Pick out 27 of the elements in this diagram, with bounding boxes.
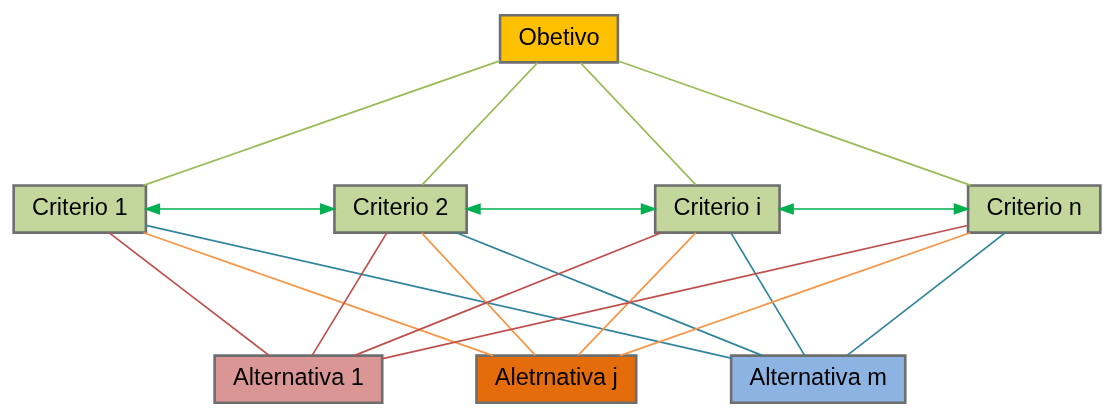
connector [353,231,663,357]
connector [311,232,388,356]
arrow [464,203,658,215]
connector [421,61,539,186]
node-box: Alternativa 1 [213,354,384,405]
node-box: Criterio 1 [12,184,148,234]
connector [579,61,697,186]
arrow [143,203,337,215]
node-box: Criterio i [653,184,781,234]
arrow [777,203,971,215]
connector [381,224,969,360]
connector [846,232,1006,357]
connector [577,232,697,356]
connector [619,231,972,357]
connector [455,231,764,357]
connector [420,232,537,356]
node-box: Obetivo [498,13,620,64]
node-box: Criterio n [966,184,1102,234]
connector [730,232,806,356]
connector [108,232,270,357]
connector [617,60,972,187]
connector [142,231,494,357]
node-box: Alternativa m [729,354,907,405]
connector [145,224,732,359]
connector [142,59,501,187]
node-box: Aletrnativa j [475,354,638,405]
node-box: Criterio 2 [333,184,468,234]
